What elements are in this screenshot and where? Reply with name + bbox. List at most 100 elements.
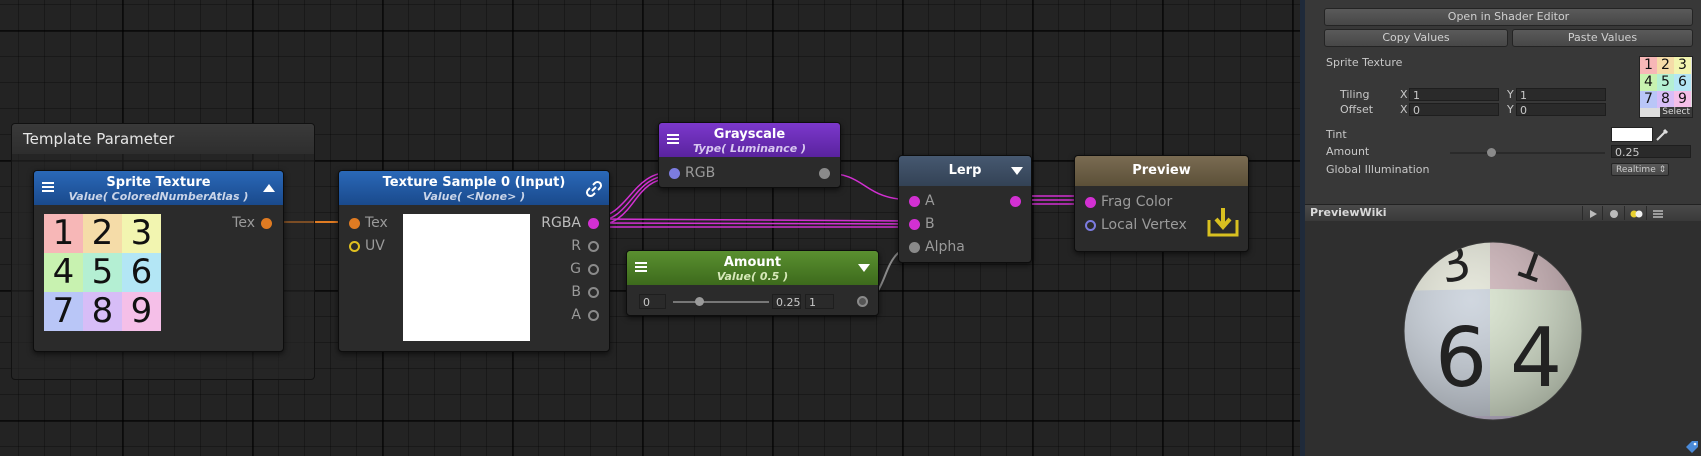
- amount-subtitle: Value( 0.5 ): [716, 270, 789, 283]
- lerp-output-port[interactable]: [1010, 196, 1021, 207]
- local-vertex-label: Local Vertex: [1101, 217, 1187, 233]
- collapse-down-icon[interactable]: [858, 264, 870, 272]
- amount-panel-slider-handle[interactable]: [1487, 148, 1496, 157]
- dropdown-arrows-icon: ⇕: [1655, 165, 1667, 175]
- tex-input-label: Tex: [365, 215, 388, 231]
- offset-y-field[interactable]: 0: [1516, 103, 1606, 117]
- uv-input-port[interactable]: [349, 241, 360, 252]
- texture-sample-header[interactable]: Texture Sample 0 (Input) Value( <None> ): [339, 171, 609, 205]
- copy-values-button[interactable]: Copy Values: [1324, 29, 1508, 47]
- menu-icon[interactable]: [42, 182, 54, 192]
- download-icon[interactable]: [1206, 206, 1240, 242]
- amount-panel-slider[interactable]: [1450, 148, 1605, 157]
- a-output-port[interactable]: [588, 310, 599, 321]
- grayscale-node[interactable]: Grayscale Type( Luminance ) RGB: [658, 122, 841, 188]
- lerp-node[interactable]: Lerp A B Alpha: [898, 155, 1032, 263]
- sprite-texture-node[interactable]: Sprite Texture Value( ColoredNumberAtlas…: [33, 170, 284, 352]
- lerp-alpha-input-port[interactable]: [909, 242, 920, 253]
- sphere-mesh-icon[interactable]: [1602, 206, 1625, 220]
- sprite-texture-label: Sprite Texture: [1326, 56, 1403, 69]
- thumb-cell-2: 2: [1657, 57, 1674, 74]
- thumb-cell-5: 5: [1657, 74, 1674, 91]
- thumb-cell-1: 1: [1640, 57, 1657, 74]
- node-graph-canvas[interactable]: Template Parameter Sprite Texture Value(…: [0, 0, 1300, 456]
- menu-icon[interactable]: [667, 134, 679, 144]
- global-illumination-dropdown[interactable]: Realtime ⇕: [1611, 163, 1669, 176]
- offset-x-label: X: [1400, 103, 1408, 116]
- b-output-port[interactable]: [588, 287, 599, 298]
- collapse-down-icon[interactable]: [1011, 167, 1023, 175]
- menu-icon[interactable]: [635, 262, 647, 272]
- preview-header[interactable]: Preview: [1075, 156, 1248, 186]
- texture-sample-node[interactable]: Texture Sample 0 (Input) Value( <None> )…: [338, 170, 610, 352]
- tag-icon[interactable]: [1685, 439, 1699, 456]
- sprite-texture-thumbnail[interactable]: 1 2 3 4 5 6 7 8 9 Select: [1639, 56, 1693, 118]
- lerp-b-input-port[interactable]: [909, 219, 920, 230]
- amount-min-field[interactable]: 0: [639, 294, 666, 309]
- uv-input-label: UV: [365, 238, 385, 254]
- global-illumination-label: Global Illumination: [1326, 163, 1430, 176]
- texture-sample-title: Texture Sample 0 (Input): [382, 175, 566, 190]
- preview-toolbar: PreviewWiki: [1305, 204, 1701, 222]
- amount-max-field[interactable]: 1: [805, 294, 834, 309]
- tint-label: Tint: [1326, 128, 1347, 141]
- amount-header[interactable]: Amount Value( 0.5 ): [627, 251, 878, 285]
- lerp-a-label: A: [925, 193, 935, 209]
- atlas-cell-9: 9: [122, 292, 161, 331]
- amount-node[interactable]: Amount Value( 0.5 ) 0 0.25 1: [626, 250, 879, 316]
- a-output-label: A: [571, 307, 581, 323]
- preview-menu-icon[interactable]: [1646, 206, 1669, 220]
- frag-color-input-port[interactable]: [1085, 197, 1096, 208]
- eyedropper-icon[interactable]: [1655, 127, 1669, 146]
- grayscale-output-port[interactable]: [819, 168, 830, 179]
- tex-input-port[interactable]: [349, 218, 360, 229]
- wire-rgba-lerp-b-1: [591, 218, 916, 222]
- lerp-b-label: B: [925, 216, 935, 232]
- amount-slider[interactable]: [673, 297, 769, 306]
- global-illumination-value: Realtime: [1616, 165, 1656, 175]
- thumb-cell-6: 6: [1674, 74, 1691, 91]
- amount-value-field[interactable]: 0.25: [772, 294, 801, 309]
- preview-title: Preview: [1132, 163, 1191, 178]
- grayscale-header[interactable]: Grayscale Type( Luminance ): [659, 123, 840, 157]
- wire-rgba-lerp-b-2: [591, 222, 916, 225]
- local-vertex-input-port[interactable]: [1085, 220, 1096, 231]
- collapse-up-icon[interactable]: [263, 184, 275, 192]
- tiling-x-field[interactable]: 1: [1409, 88, 1499, 102]
- select-texture-button[interactable]: Select: [1660, 107, 1692, 117]
- preview-node[interactable]: Preview Frag Color Local Vertex: [1074, 155, 1249, 252]
- atlas-cell-1: 1: [44, 214, 83, 253]
- sphere-digit-4: 4: [1510, 311, 1562, 406]
- thumb-cell-7: 7: [1640, 91, 1657, 108]
- r-output-label: R: [571, 238, 581, 254]
- rgba-output-port[interactable]: [588, 218, 599, 229]
- preview-viewport[interactable]: 3 1 6 4: [1305, 221, 1701, 456]
- tex-output-port[interactable]: [261, 218, 272, 229]
- atlas-cell-7: 7: [44, 292, 83, 331]
- amount-title: Amount: [723, 255, 782, 270]
- sprite-texture-header[interactable]: Sprite Texture Value( ColoredNumberAtlas…: [34, 171, 283, 205]
- paste-values-button[interactable]: Paste Values: [1512, 29, 1693, 47]
- rgb-input-port[interactable]: [669, 168, 680, 179]
- play-icon[interactable]: [1582, 206, 1603, 220]
- amount-slider-handle[interactable]: [695, 297, 704, 306]
- lerp-header[interactable]: Lerp: [899, 156, 1031, 186]
- lighting-icon[interactable]: [1624, 206, 1647, 220]
- tiling-y-field[interactable]: 1: [1516, 88, 1606, 102]
- sprite-texture-title: Sprite Texture: [106, 175, 211, 190]
- tint-color-swatch[interactable]: [1611, 127, 1653, 142]
- atlas-cell-8: 8: [83, 292, 122, 331]
- open-shader-editor-button[interactable]: Open in Shader Editor: [1324, 8, 1693, 26]
- sprite-texture-preview: 1 2 3 4 5 6 7 8 9: [44, 214, 161, 331]
- link-icon[interactable]: [585, 180, 603, 202]
- thumb-cell-3: 3: [1674, 57, 1691, 74]
- amount-output-port[interactable]: [857, 296, 868, 307]
- grayscale-subtitle: Type( Luminance ): [692, 142, 807, 155]
- g-output-label: G: [570, 261, 581, 277]
- lerp-a-input-port[interactable]: [909, 196, 920, 207]
- amount-panel-field[interactable]: 0.25: [1611, 145, 1691, 159]
- r-output-port[interactable]: [588, 241, 599, 252]
- g-output-port[interactable]: [588, 264, 599, 275]
- offset-y-label: Y: [1507, 103, 1514, 116]
- offset-x-field[interactable]: 0: [1409, 103, 1499, 117]
